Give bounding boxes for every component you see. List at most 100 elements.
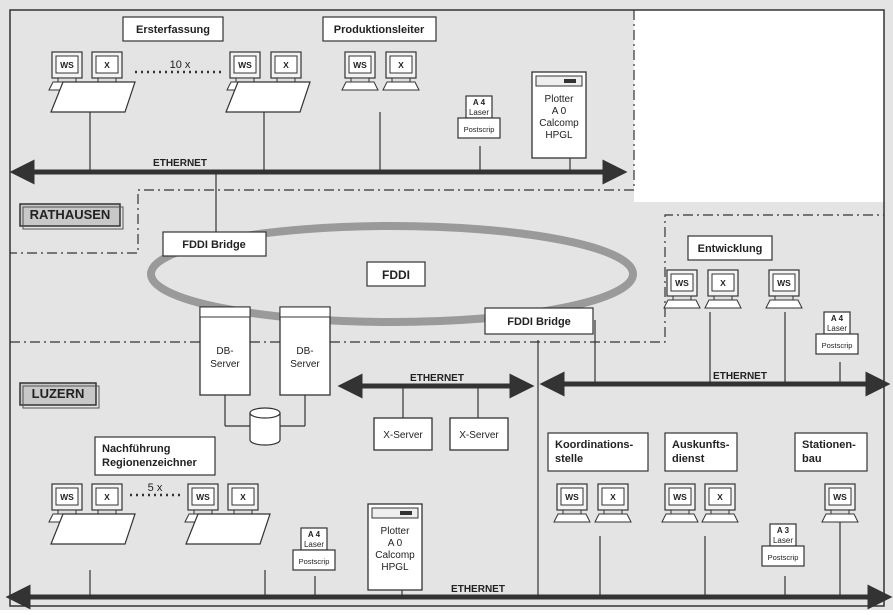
x-server-box: X-Server [449,417,509,451]
printer-size-label: A 3 [777,526,790,535]
workstation-label: WS [238,60,252,70]
digitizer-tablet-icon [50,513,136,545]
plotter-label-2: A 0 [552,106,567,117]
fddi-ring-label: FDDI [382,268,410,282]
workstation-icon: WS [661,483,699,523]
plotter-label-4: HPGL [381,562,409,573]
workstation-label: WS [777,278,791,288]
site-badge-rathausen [19,203,124,230]
printer-type-label: Laser [304,540,324,549]
x-terminal-label: X [720,278,726,288]
x-terminal-label: X [104,492,110,502]
workstation-label: WS [60,492,74,502]
group-label-ersterfassung: Ersterfassung [136,24,210,36]
workstation-icon: WS [821,483,859,523]
printer-postscript-label: Postscrip [822,341,853,350]
workstation-label: WS [353,60,367,70]
site-badge-luzern [19,382,100,409]
workstation-icon: WS [663,269,701,309]
x-terminal-label: X [398,60,404,70]
group-label-stationen-1: Stationen- [802,439,856,451]
db-server-icon: DB- Server [199,306,251,396]
group-label-auskunft-2: dienst [672,453,705,465]
workstation-icon: WS [553,483,591,523]
db-server-label-1: DB- [296,346,313,357]
ethernet-label-luzern: ETHERNET [451,584,505,595]
workstation-icon: WS [765,269,803,309]
printer-size-label: A 4 [473,98,486,107]
group-label-nachfuehrung: Nachführung [102,443,170,455]
plotter-label-3: Calcomp [375,550,415,561]
workstation-label: WS [60,60,74,70]
printer-postscript-label: Postscrip [464,125,495,134]
x-terminal-icon: X [701,483,739,523]
fddi-bridge-label-left: FDDI Bridge [182,239,246,251]
printer-type-label: Laser [469,108,489,117]
x-terminal-label: X [104,60,110,70]
workstation-label: WS [675,278,689,288]
multiplier-label-bottom: 5 x [148,482,163,494]
digitizer-tablet-icon [185,513,271,545]
workstation-label: WS [833,492,847,502]
digitizer-tablet-icon [50,81,136,113]
printer-postscript-label: Postscrip [299,557,330,566]
plotter-label-1: Plotter [381,526,411,537]
fddi-bridge-label-right: FDDI Bridge [507,316,571,328]
x-terminal-label: X [240,492,246,502]
db-server-icon: DB- Server [279,306,331,396]
x-server-label: X-Server [459,430,499,441]
workstation-label: WS [565,492,579,502]
db-server-label-1: DB- [216,346,233,357]
ethernet-label-rathausen: ETHERNET [153,158,207,169]
group-label-auskunft-1: Auskunfts- [672,439,730,451]
x-terminal-icon: X [594,483,632,523]
ethernet-label-entwicklung: ETHERNET [713,371,767,382]
printer-size-label: A 4 [308,530,321,539]
plotter-label-1: Plotter [545,94,575,105]
db-server-label-2: Server [290,359,320,370]
x-server-box: X-Server [373,417,433,451]
group-label-koordination-1: Koordinations- [555,439,634,451]
group-label-koordination-2: stelle [555,453,583,465]
rathausen-boundary [10,10,635,254]
fddi-ring [147,222,637,326]
workstation-label: WS [196,492,210,502]
db-server-label-2: Server [210,359,240,370]
x-server-label: X-Server [383,430,423,441]
group-label-produktionsleiter: Produktionsleiter [334,24,425,36]
x-terminal-label: X [717,492,723,502]
printer-size-label: A 4 [831,314,844,323]
group-label-entwicklung: Entwicklung [698,243,763,255]
x-terminal-icon: X [382,51,420,91]
workstation-icon: WS [341,51,379,91]
x-terminal-label: X [610,492,616,502]
plotter-label-3: Calcomp [539,118,579,129]
white-area [634,10,884,202]
group-label-stationen-2: bau [802,453,822,465]
digitizer-tablet-icon [225,81,311,113]
luzern-boundary [10,214,884,343]
database-disk-icon [249,407,281,446]
x-terminal-icon: X [704,269,742,309]
plotter-label-2: A 0 [388,538,403,549]
ethernet-label-xserver: ETHERNET [410,373,464,384]
workstation-icon: WS [184,483,222,523]
x-terminal-label: X [283,60,289,70]
label-boxes [94,16,868,476]
workstation-label: WS [673,492,687,502]
printer-postscript-label: Postscrip [768,553,799,562]
site-label-rathausen: RATHAUSEN [30,207,111,222]
group-label-regionenzeichner: Regionenzeichner [102,457,197,469]
printer-type-label: Laser [773,536,793,545]
site-label-luzern: LUZERN [32,386,85,401]
printer-type-label: Laser [827,324,847,333]
plotter-label-4: HPGL [545,130,573,141]
multiplier-label-top: 10 x [170,59,191,71]
